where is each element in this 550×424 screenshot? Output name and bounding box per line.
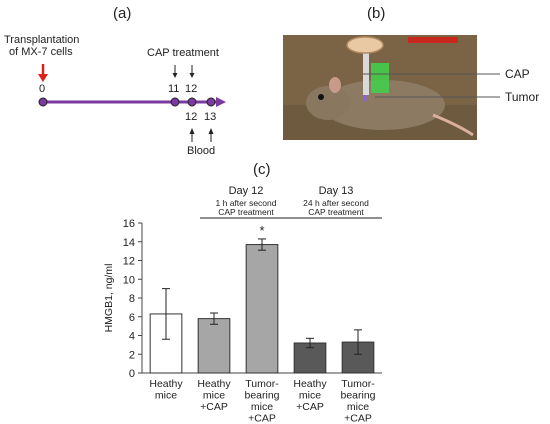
timeline-dot-day13	[206, 97, 216, 107]
y-tick-label: 14	[123, 237, 135, 249]
day-11-label: 11	[168, 83, 180, 95]
transplant-arrow	[38, 64, 48, 82]
day12-sub-line2: CAP treatment	[218, 207, 274, 217]
x-category-label: Tumor-	[341, 378, 375, 390]
day12-title: Day 12	[228, 185, 264, 197]
significance-asterisk: *	[259, 223, 264, 238]
photo-callout-lines	[363, 73, 500, 98]
y-tick-label: 4	[129, 331, 135, 343]
day12-sub-line1: 1 h after second	[215, 198, 277, 208]
x-category-label: +CAP	[344, 413, 372, 424]
mouse-photo	[283, 35, 477, 140]
x-category-label: bearing	[244, 390, 279, 402]
timeline-dot-day12	[187, 97, 197, 107]
x-category-label: Heathy	[197, 378, 231, 390]
day-13-label: 13	[204, 111, 217, 123]
x-category-label: bearing	[340, 390, 375, 402]
panel-b-label: (b)	[367, 5, 386, 22]
day-0-label: 0	[39, 83, 46, 95]
cap-treatment-label: CAP treatment	[147, 47, 219, 59]
x-category-label: Heathy	[293, 378, 327, 390]
cap-callout-label: CAP	[505, 67, 530, 81]
x-category-label: Heathy	[149, 378, 183, 390]
blood-arrow-day12	[189, 128, 195, 142]
cap-arrow-day11	[172, 65, 178, 78]
y-tick-label: 12	[123, 256, 135, 268]
cap-arrow-day12	[189, 65, 195, 78]
x-category-label: mice	[251, 401, 273, 413]
panel-a-label: (a)	[113, 5, 132, 22]
y-tick-label: 16	[123, 218, 135, 230]
blood-label: Blood	[187, 145, 216, 157]
mouse-photo-illustration	[283, 35, 477, 140]
day13-sub-line1: 24 h after second	[303, 198, 369, 208]
panel-c-label: (c)	[253, 161, 271, 178]
day13-title: Day 13	[318, 185, 354, 197]
bar	[245, 244, 279, 374]
x-category-label: +CAP	[200, 401, 228, 413]
timeline-diagram	[38, 64, 226, 142]
y-tick-label: 10	[123, 274, 135, 286]
x-category-label: mice	[299, 390, 321, 402]
day-12-top-label: 12	[185, 83, 198, 95]
day13-sub-line2: CAP treatment	[308, 207, 364, 217]
tumor-callout-label: Tumor	[505, 90, 540, 104]
x-category-label: Tumor-	[245, 378, 279, 390]
transplant-label-line2: of MX-7 cells	[9, 46, 73, 58]
blood-arrow-day13	[208, 128, 214, 142]
x-category-label: +CAP	[248, 413, 276, 424]
y-tick-label: 8	[129, 293, 135, 305]
x-category-label: mice	[203, 390, 225, 402]
x-category-label: mice	[347, 401, 369, 413]
y-tick-label: 0	[129, 368, 135, 380]
x-category-label: +CAP	[296, 401, 324, 413]
x-category-label: mice	[155, 390, 177, 402]
day-12-bottom-label: 12	[185, 111, 198, 123]
timeline-dot-day11	[170, 97, 180, 107]
timeline-dot-day0	[38, 97, 48, 107]
y-axis-label: HMGB1, ng/ml	[103, 264, 115, 333]
transplant-label-line1: Transplantation	[4, 34, 80, 46]
bar	[197, 318, 231, 374]
timeline-arrowhead	[216, 97, 226, 107]
y-tick-label: 2	[129, 349, 135, 361]
y-tick-label: 6	[129, 312, 135, 324]
